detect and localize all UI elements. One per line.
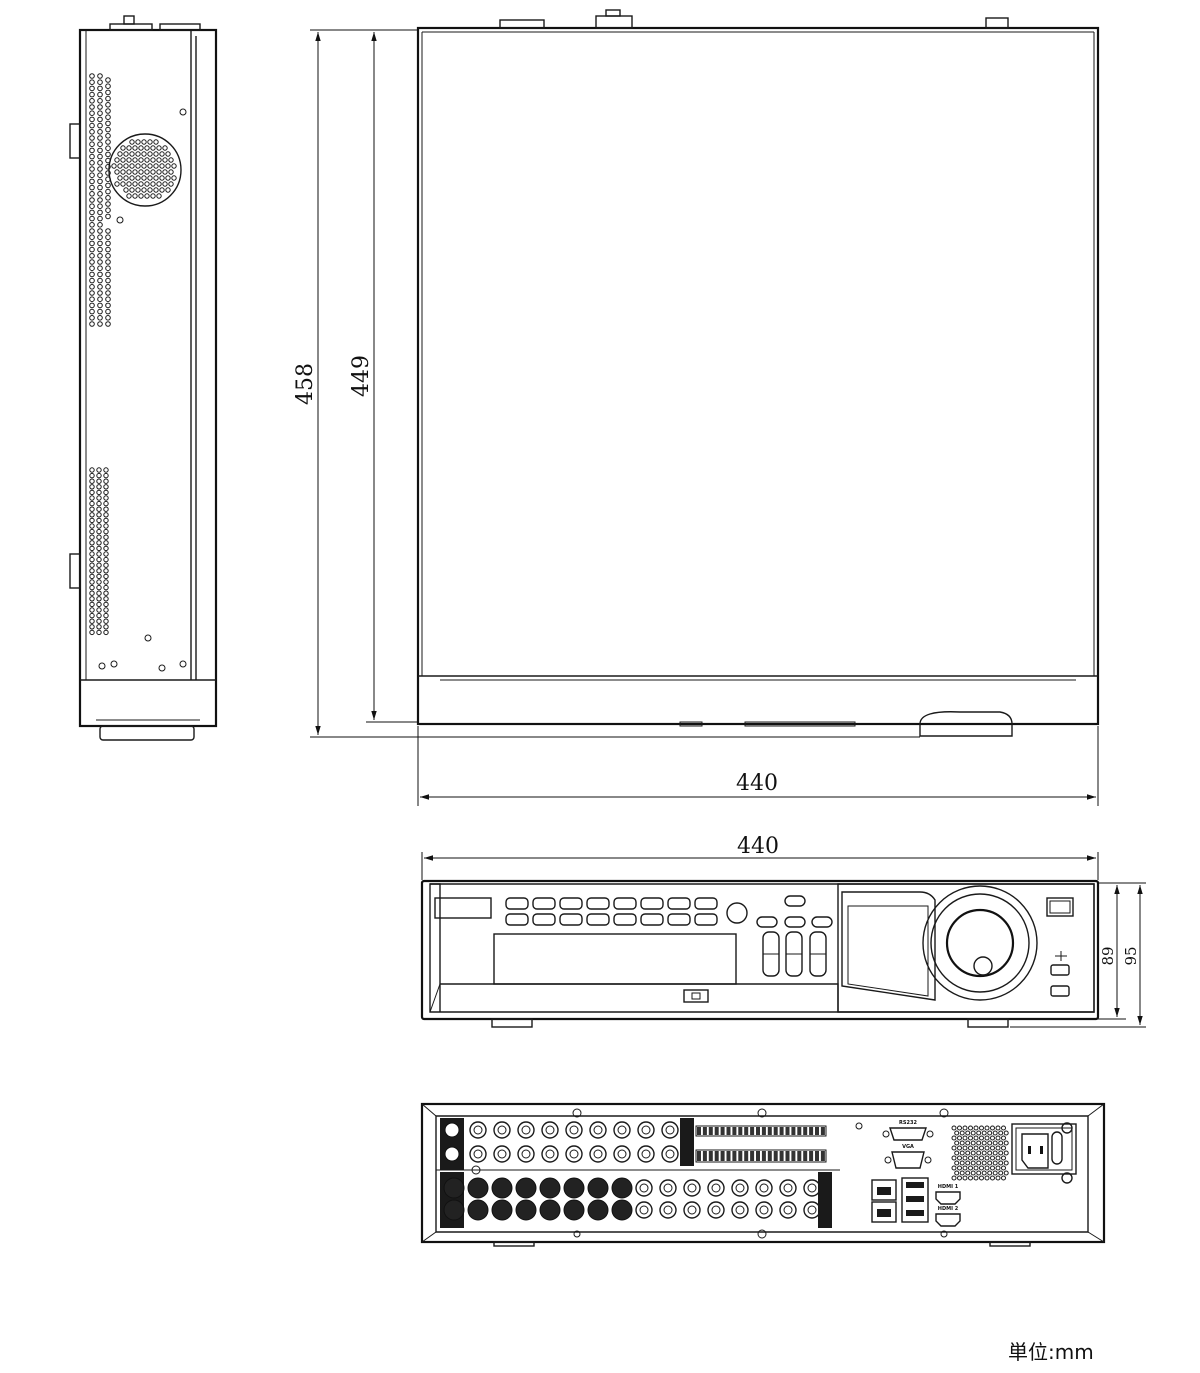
unit-label: 単位:mm — [1008, 1340, 1094, 1364]
front-buttons — [505, 895, 833, 977]
dim-95-label: 95 — [1122, 946, 1140, 965]
side-fan-grille — [111, 139, 177, 199]
dim-458-label: 458 — [293, 363, 318, 405]
hdmi2-label: HDMI 2 — [938, 1206, 959, 1212]
top-view: 458 449 440 — [293, 9, 1100, 806]
rear-fan-grille — [951, 1125, 1009, 1181]
dim-89-label: 89 — [1099, 946, 1117, 965]
rear-terminal-blocks — [695, 1125, 827, 1163]
rear-view: RS232 VGA HDMI 1 HDMI 2 — [420, 1102, 1106, 1247]
rs232-label: RS232 — [899, 1120, 917, 1126]
dim-449-label: 449 — [349, 355, 374, 397]
rear-bnc-connectors — [443, 1121, 821, 1221]
side-view — [69, 15, 218, 741]
dim-440-front-label: 440 — [737, 834, 779, 859]
hdmi1-label: HDMI 1 — [938, 1184, 959, 1190]
vga-label: VGA — [902, 1144, 914, 1150]
side-vents — [89, 73, 111, 636]
front-view: 440 — [420, 834, 1146, 1028]
dim-440-top-label: 440 — [736, 771, 778, 796]
